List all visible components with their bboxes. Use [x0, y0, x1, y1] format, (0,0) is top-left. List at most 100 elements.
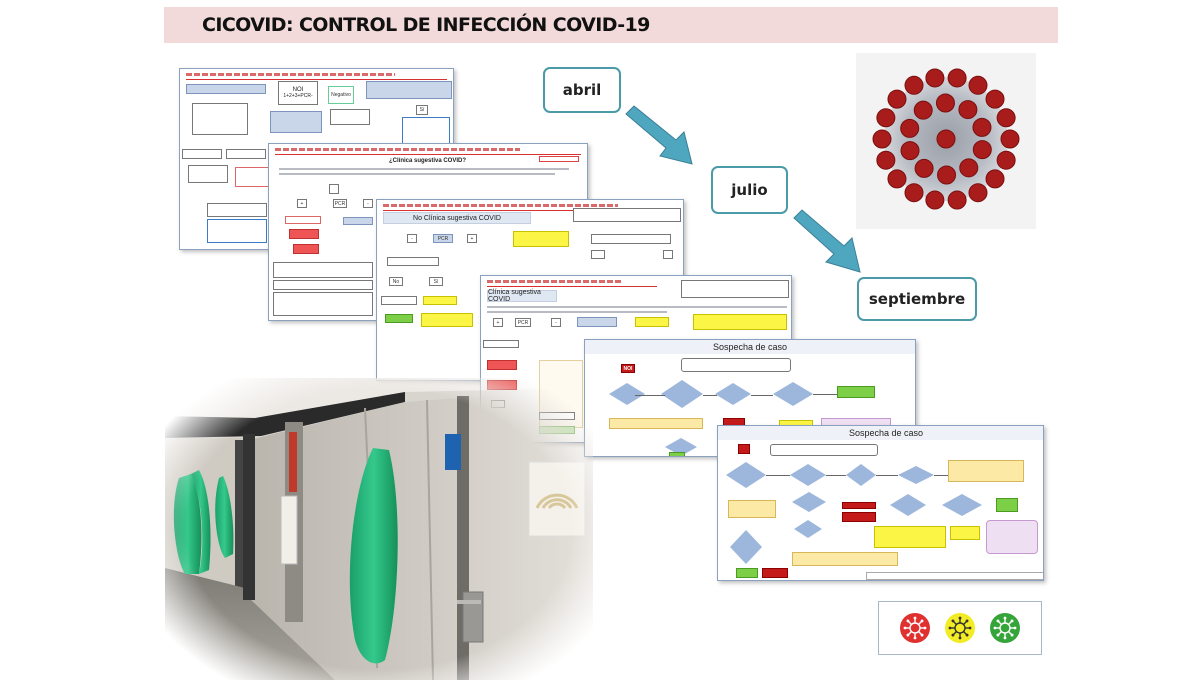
- flow-box-note: [573, 208, 681, 222]
- legend-yellow-virus-icon: [944, 613, 975, 643]
- month-label-abril: abril: [543, 67, 621, 113]
- flow-box-minus: -: [551, 318, 561, 327]
- virus-spike: [972, 117, 992, 137]
- title-bar: CICOVID: CONTROL DE INFECCIÓN COVID-19: [164, 7, 1058, 43]
- doc-banner: Sospecha de caso: [585, 340, 915, 354]
- doc-banner: No Clínica sugestiva COVID: [383, 212, 531, 224]
- flow-box: [762, 568, 788, 578]
- doc-text-lines: [279, 168, 569, 178]
- flow-diamond: [942, 494, 982, 516]
- virus-spike: [935, 93, 955, 113]
- flow-diamond-ingreso: [898, 466, 934, 484]
- virus-spike: [900, 141, 920, 161]
- flow-box-caso-confirmado: [285, 216, 321, 224]
- virus-spike: [985, 169, 1005, 189]
- flow-box-note: [681, 280, 789, 298]
- hospital-corridor-photo: [165, 378, 593, 680]
- flow-box: [226, 149, 266, 159]
- arrow-julio-to-septiembre: [793, 209, 861, 273]
- doc-banner: Clínica sugestiva COVID: [487, 289, 557, 303]
- flow-box: [188, 165, 228, 183]
- flow-box-zona-intermedia: [693, 314, 787, 330]
- flow-box-pcr-previa: [591, 234, 671, 244]
- flow-diamond: [890, 494, 926, 516]
- legend-virus-levels: [878, 601, 1042, 655]
- virus-spike: [904, 75, 924, 95]
- flow-box-si: [329, 184, 339, 194]
- flow-box-pcr: PCR: [333, 199, 347, 208]
- flow-box-note: [792, 552, 898, 566]
- flow-box-note: [948, 460, 1024, 482]
- flow-box: [270, 111, 322, 133]
- legend-red-virus-icon: [900, 613, 931, 643]
- flow-box: [736, 568, 758, 578]
- flow-box-completo-covid: [837, 386, 875, 398]
- flow-box: [182, 149, 222, 159]
- flow-box: [950, 526, 980, 540]
- flow-box-plus: +: [493, 318, 503, 327]
- virus-spike: [904, 183, 924, 203]
- flow-box-minus: -: [363, 199, 373, 208]
- flow-box-zona-no-covid: [385, 314, 413, 323]
- virus-spike: [996, 108, 1016, 128]
- flow-box-pcr: PCR: [515, 318, 531, 327]
- virus-spike: [900, 118, 920, 138]
- flow-diamond: [794, 520, 822, 538]
- legend-green-virus-icon: [989, 613, 1020, 643]
- virus-spike: [872, 129, 892, 149]
- flow-box-caso-contacto: [423, 296, 457, 305]
- virus-spike: [937, 165, 957, 185]
- document-sospecha-caso-2: Sospecha de caso: [717, 425, 1044, 581]
- flow-box-plus: +: [297, 199, 307, 208]
- flow-box: [866, 572, 1043, 580]
- flow-box-caso-sospechoso: [577, 317, 617, 327]
- virus-spike: [947, 68, 967, 88]
- flow-box-caso-confirmado: [483, 340, 519, 348]
- doc-text-lines: [487, 306, 787, 316]
- flow-box-note: [273, 262, 373, 278]
- flow-diamond: [730, 530, 762, 564]
- flow-box-caso-intermedio: [513, 231, 569, 247]
- doc-header-line: [383, 204, 677, 211]
- month-label-julio: julio: [711, 166, 788, 214]
- flow-diamond-pcr: [715, 383, 751, 405]
- virus-spike: [925, 68, 945, 88]
- flow-box: [669, 452, 685, 456]
- flow-diamond-pcr-test: [661, 380, 703, 408]
- flow-box: [192, 103, 248, 135]
- flow-box: [986, 520, 1038, 554]
- flow-box-zona-intermedia: [421, 313, 473, 327]
- virus-spike: [914, 158, 934, 178]
- flow-note: [681, 358, 791, 372]
- flow-box-conf-confirmado: [842, 502, 876, 509]
- month-label-septiembre: septiembre: [857, 277, 977, 321]
- flow-box-caso-descartado: [381, 296, 417, 305]
- virus-spike: [936, 129, 956, 149]
- flow-box-caso-sospechoso: [343, 217, 373, 225]
- flow-diamond-ingreso: [609, 383, 645, 405]
- flow-box: [366, 81, 452, 99]
- slide-title: CICOVID: CONTROL DE INFECCIÓN COVID-19: [202, 14, 650, 36]
- flow-box-no: No: [389, 277, 403, 286]
- flow-box-noi: NOI: [621, 364, 635, 373]
- flow-diamond: [792, 492, 826, 512]
- virus-spike: [968, 75, 988, 95]
- flow-diamond-serologia: [790, 464, 826, 486]
- flow-box-no-sospecha: [609, 418, 703, 429]
- flow-box-zona-intermedia: [874, 526, 946, 548]
- flow-box-no2: [591, 250, 605, 259]
- flow-box-plus: +: [467, 234, 477, 243]
- doc-question: ¿Clínica sugestiva COVID?: [389, 158, 467, 164]
- flow-box: [207, 203, 267, 217]
- flow-box-si2: [663, 250, 673, 259]
- virus-spike: [876, 108, 896, 128]
- arrow-abril-to-julio: [625, 105, 693, 165]
- flow-box-zona-covid: [293, 244, 319, 254]
- flow-box-minus: -: [407, 234, 417, 243]
- virus-spike: [968, 183, 988, 203]
- flow-box-estado-estudio: [635, 317, 669, 327]
- virus-spike: [876, 150, 896, 170]
- virus-spike: [925, 190, 945, 210]
